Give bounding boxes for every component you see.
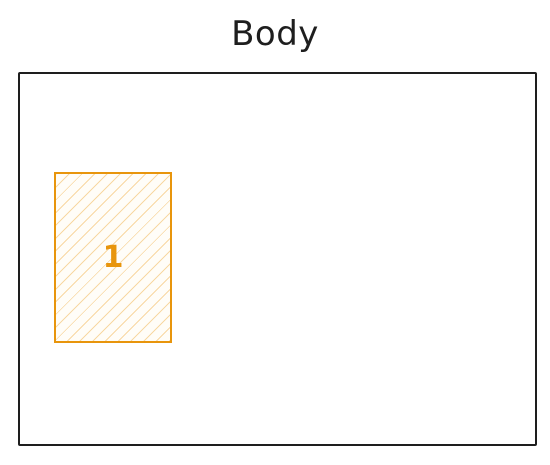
- item-box-1: 1: [54, 172, 172, 343]
- item-box-1-label: 1: [102, 240, 124, 275]
- body-title: Body: [231, 14, 319, 54]
- body-container: [18, 72, 537, 446]
